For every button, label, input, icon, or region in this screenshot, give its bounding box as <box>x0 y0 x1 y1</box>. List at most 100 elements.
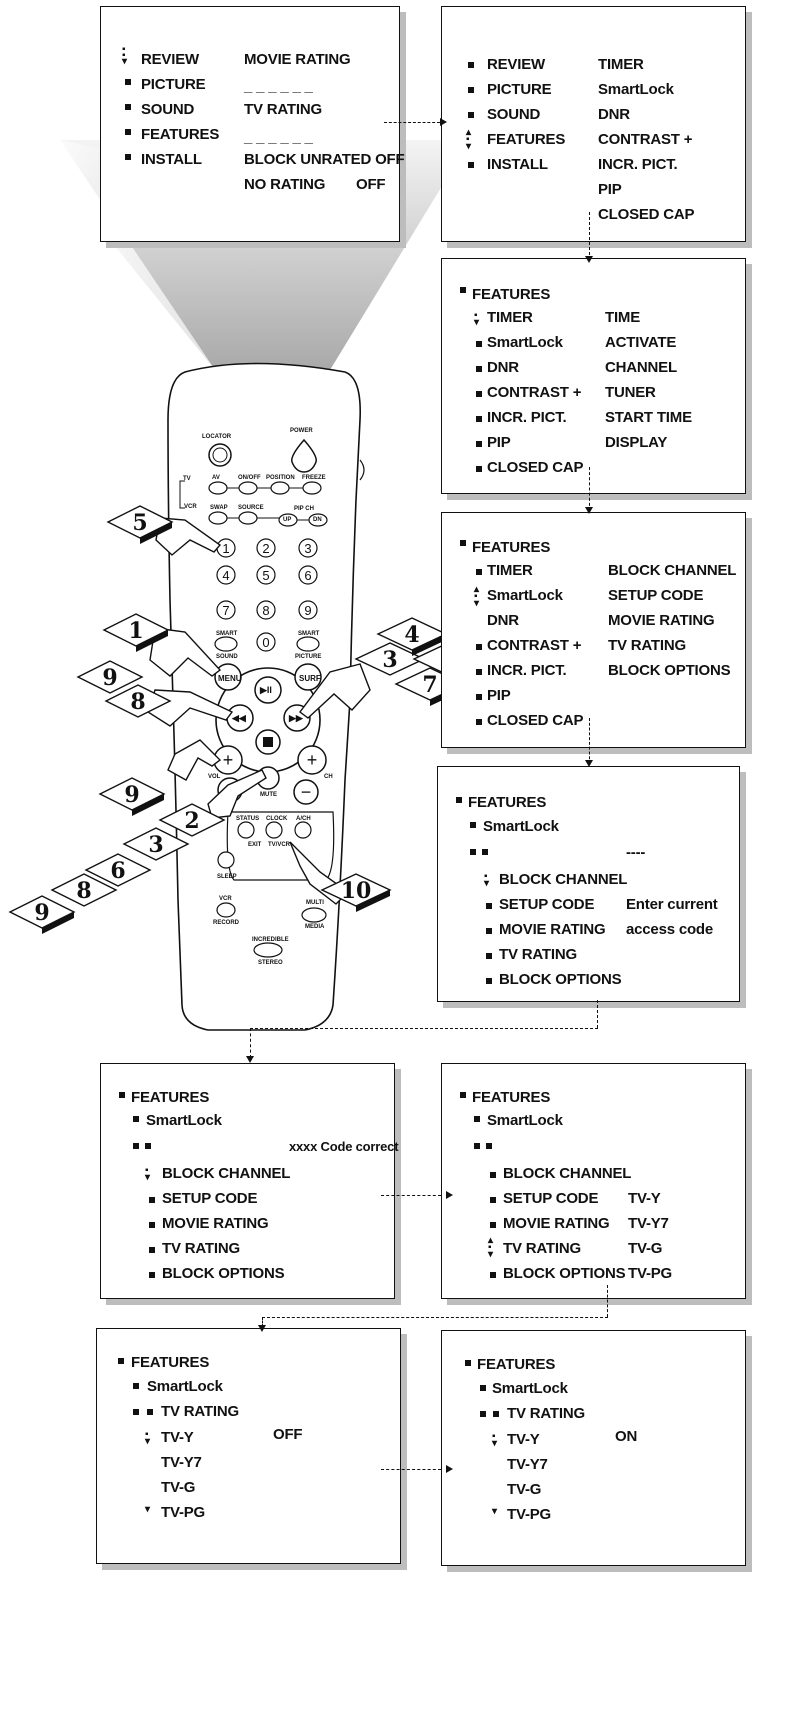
locator-label: LOCATOR <box>202 434 232 440</box>
item-tv-y7: TV-Y7 <box>507 1456 548 1473</box>
play-label[interactable]: ▶II <box>260 685 272 695</box>
smart-picture-button <box>296 636 320 652</box>
updown-arrow-icon: ▴▪▾ <box>466 127 471 152</box>
timer-display: DISPLAY <box>605 434 668 451</box>
incredible-label: INCREDIBLE <box>252 937 289 943</box>
down-arrow-icon: ▪▾ <box>145 1165 150 1183</box>
tv-y-value: OFF <box>273 1426 303 1443</box>
feature-closed-cap: CLOSED CAP <box>598 206 695 223</box>
pipch-label: PIP CH <box>294 506 314 512</box>
menu-item-features: FEATURES <box>141 126 220 143</box>
updown-arrow-icon: ▪▪▾ <box>122 44 127 67</box>
item-setup-code: SETUP CODE <box>503 1190 599 1207</box>
smartlock-label: SmartLock <box>483 818 559 835</box>
position-label: POSITION <box>266 475 295 481</box>
svg-text:−: − <box>301 782 312 802</box>
step-9c: 9 <box>124 782 139 808</box>
locator-button <box>208 443 232 467</box>
item-pip: PIP <box>487 687 511 704</box>
feature-timer: TIMER <box>598 56 644 73</box>
feature-contrast: CONTRAST + <box>598 131 693 148</box>
features-header: FEATURES <box>468 794 547 811</box>
svg-text:3: 3 <box>304 541 311 556</box>
smartlock-label: SmartLock <box>492 1380 568 1397</box>
lock-tv-rating: TV RATING <box>608 637 686 654</box>
features-header: FEATURES <box>131 1089 210 1106</box>
menu-item-picture: PICTURE <box>487 81 552 98</box>
down-arrow-icon: ▪▾ <box>474 310 479 328</box>
item-timer: TIMER <box>487 562 533 579</box>
step-8b-diamond <box>50 873 118 907</box>
lock-movie-rating: MOVIE RATING <box>608 612 715 629</box>
lock-block-channel: BLOCK CHANNEL <box>608 562 737 579</box>
hand-pointers <box>147 517 371 905</box>
hint-access-code: access code <box>626 921 714 938</box>
step-9a: 9 <box>102 665 117 691</box>
status-label: STATUS <box>236 816 260 822</box>
onoff-label: ON/OFF <box>238 475 261 481</box>
ach-label: A/CH <box>296 816 311 822</box>
menu-item-review: REVIEW <box>141 51 199 68</box>
timer-time: TIME <box>605 309 641 326</box>
step-6: 6 <box>110 858 125 884</box>
item-tv-rating: TV RATING <box>162 1240 240 1257</box>
step-8b: 8 <box>76 878 91 904</box>
rew-label[interactable]: ◀◀ <box>232 713 246 723</box>
menu-label[interactable]: MENU <box>218 674 242 683</box>
power-button <box>291 438 317 473</box>
svg-text:8: 8 <box>262 603 269 618</box>
features-header: FEATURES <box>477 1356 556 1373</box>
svg-text:0: 0 <box>262 635 269 650</box>
svg-text:5: 5 <box>262 568 269 583</box>
smart-sound-button <box>214 636 238 652</box>
step-1: 1 <box>128 618 143 644</box>
svg-text:+: + <box>223 750 234 770</box>
ff-label[interactable]: ▶▶ <box>289 713 303 723</box>
svg-text:6: 6 <box>304 568 311 583</box>
feature-dnr: DNR <box>598 106 630 123</box>
item-timer: TIMER <box>487 309 533 326</box>
timer-activate: ACTIVATE <box>605 334 677 351</box>
clock-label: CLOCK <box>266 816 288 822</box>
item-movie-rating: MOVIE RATING <box>162 1215 269 1232</box>
exit-label: EXIT <box>248 842 262 848</box>
step-6-diamond <box>84 853 152 887</box>
hint-enter-current: Enter current <box>626 896 718 913</box>
tv-rating-label: TV RATING <box>507 1405 585 1422</box>
step-7: 7 <box>422 672 437 698</box>
light-beam <box>60 140 470 370</box>
item-smartlock: SmartLock <box>487 334 563 351</box>
block-unrated: BLOCK UNRATED OFF <box>244 151 405 168</box>
mute-label: MUTE <box>260 792 277 798</box>
surf-button <box>294 663 322 691</box>
ch-label: CH <box>324 774 333 780</box>
item-contrast: CONTRAST + <box>487 384 582 401</box>
timer-tuner: TUNER <box>605 384 656 401</box>
swap-label: SWAP <box>210 505 228 511</box>
item-block-options: BLOCK OPTIONS <box>503 1265 626 1282</box>
step-5: 5 <box>132 510 147 536</box>
source-label: SOURCE <box>238 505 264 511</box>
tv-y-value: ON <box>615 1428 638 1445</box>
svg-text:7: 7 <box>222 603 229 618</box>
step-10: 10 <box>341 878 372 904</box>
svg-text:+: + <box>307 750 318 770</box>
item-tv-pg: TV-PG <box>507 1506 552 1523</box>
item-movie-rating: MOVIE RATING <box>499 921 606 938</box>
freeze-label: FREEZE <box>302 475 326 481</box>
step-9a-diamond <box>76 660 144 694</box>
screen-features-timer: FEATURES ▪▾ TIMER SmartLock DNR CONTRAST… <box>441 258 746 494</box>
menu-item-sound: SOUND <box>487 106 541 123</box>
item-tv-y7: TV-Y7 <box>161 1454 202 1471</box>
surf-label[interactable]: SURF <box>299 674 321 683</box>
item-dnr: DNR <box>487 359 519 376</box>
screen-enter-code: FEATURES SmartLock ---- ▪▾ BLOCK CHANNEL… <box>437 766 740 1002</box>
ch-minus-button <box>293 779 319 805</box>
svg-text:4: 4 <box>222 568 229 583</box>
down-arrow-icon: ▾ <box>145 1504 150 1515</box>
multi-label: MULTI <box>306 900 324 906</box>
menu-item-install: INSTALL <box>141 151 202 168</box>
lock-block-options: BLOCK OPTIONS <box>608 662 731 679</box>
svg-text:9: 9 <box>304 603 311 618</box>
